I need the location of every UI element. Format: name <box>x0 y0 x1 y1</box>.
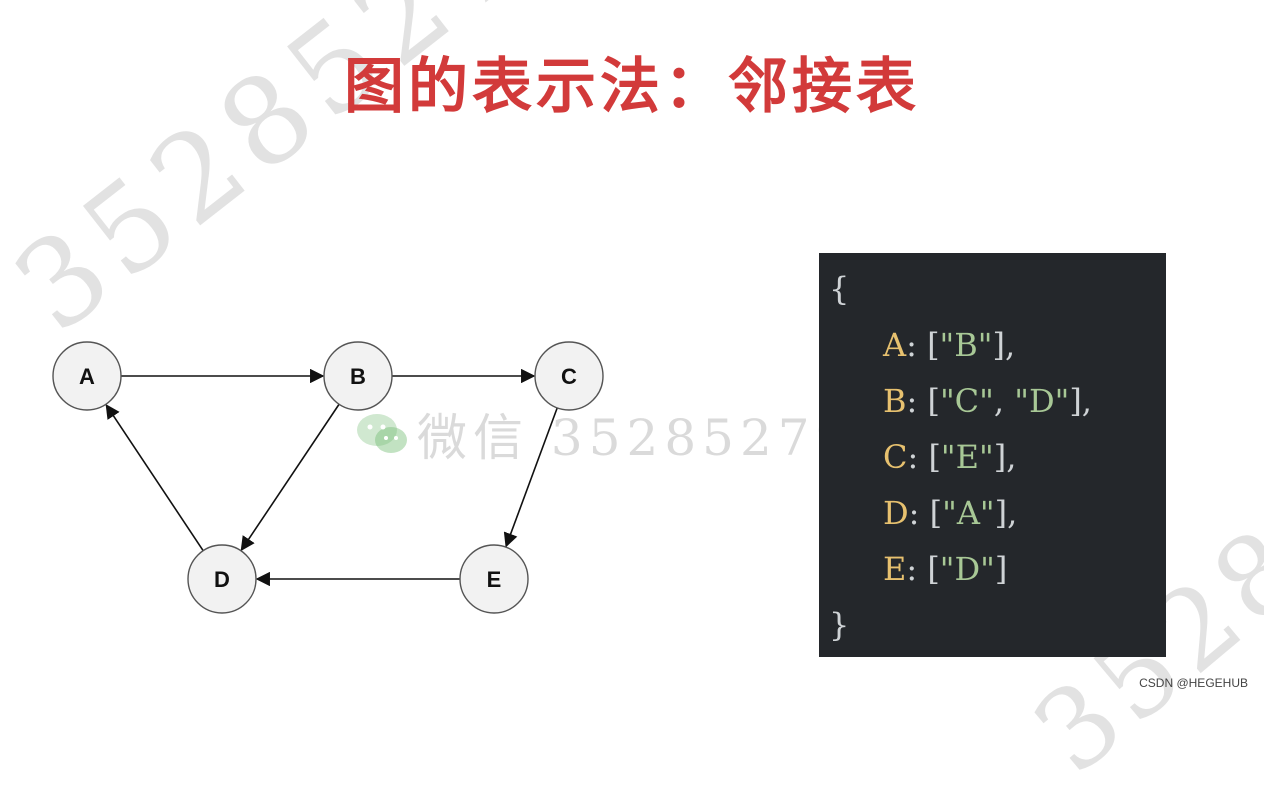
edge-d-a <box>105 403 204 552</box>
node-label: C <box>561 364 577 389</box>
node-circle <box>52 341 122 411</box>
code-row-e: E: ["D"] <box>883 549 1007 589</box>
code-string: "D" <box>1014 382 1070 420</box>
node-e: E <box>459 544 529 614</box>
code-row-d: D: ["A"], <box>883 493 1017 533</box>
code-row-a: A: ["B"], <box>883 325 1015 365</box>
node-c: C <box>534 341 604 411</box>
node-circle <box>534 341 604 411</box>
node-label: A <box>79 364 95 389</box>
edge-c-e <box>503 407 558 548</box>
code-string: "C" <box>939 382 994 420</box>
node-a: A <box>52 341 122 411</box>
node-d: D <box>187 544 257 614</box>
node-label: B <box>350 364 366 389</box>
code-open-brace: { <box>829 270 850 308</box>
code-row-b: B: ["C", "D"], <box>883 381 1092 421</box>
code-string: "E" <box>940 438 994 476</box>
code-key: C <box>883 438 908 476</box>
code-punct: ], <box>1069 382 1092 420</box>
node-label: D <box>214 567 230 592</box>
code-string: "B" <box>939 326 993 364</box>
watermark-center-text: 微信 352852792 <box>417 409 892 467</box>
code-punct: ] <box>994 550 1008 588</box>
code-punct: : [ <box>906 382 940 420</box>
node-label: E <box>487 567 502 592</box>
code-key: B <box>883 382 907 420</box>
watermark-center: 微信 352852792 <box>355 398 891 470</box>
code-punct: , <box>993 382 1015 420</box>
code-key: A <box>883 326 907 364</box>
code-punct: ], <box>993 438 1017 476</box>
code-string: "A" <box>942 494 995 532</box>
code-key: E <box>883 550 907 588</box>
directed-graph: A B C D E <box>52 341 604 614</box>
code-punct: : [ <box>907 438 941 476</box>
code-punct: : [ <box>906 550 940 588</box>
code-punct: ], <box>994 494 1018 532</box>
node-b: B <box>323 341 393 411</box>
code-punct: : [ <box>906 326 940 364</box>
page-title: 图的表示法：邻接表 <box>344 52 920 122</box>
code-punct: ], <box>992 326 1016 364</box>
node-circle <box>323 341 393 411</box>
code-row-c: C: ["E"], <box>883 437 1016 477</box>
node-circle <box>187 544 257 614</box>
code-string: "D" <box>939 550 995 588</box>
node-circle <box>459 544 529 614</box>
edge-b-d <box>240 403 340 552</box>
code-punct: : [ <box>908 494 943 532</box>
code-close-brace: } <box>829 606 850 644</box>
code-key: D <box>883 494 909 532</box>
credit-text: CSDN @HEGEHUB <box>1139 676 1248 690</box>
wechat-icon <box>357 414 407 453</box>
adjacency-list-code: { A: ["B"],B: ["C", "D"],C: ["E"],D: ["A… <box>819 253 1166 657</box>
